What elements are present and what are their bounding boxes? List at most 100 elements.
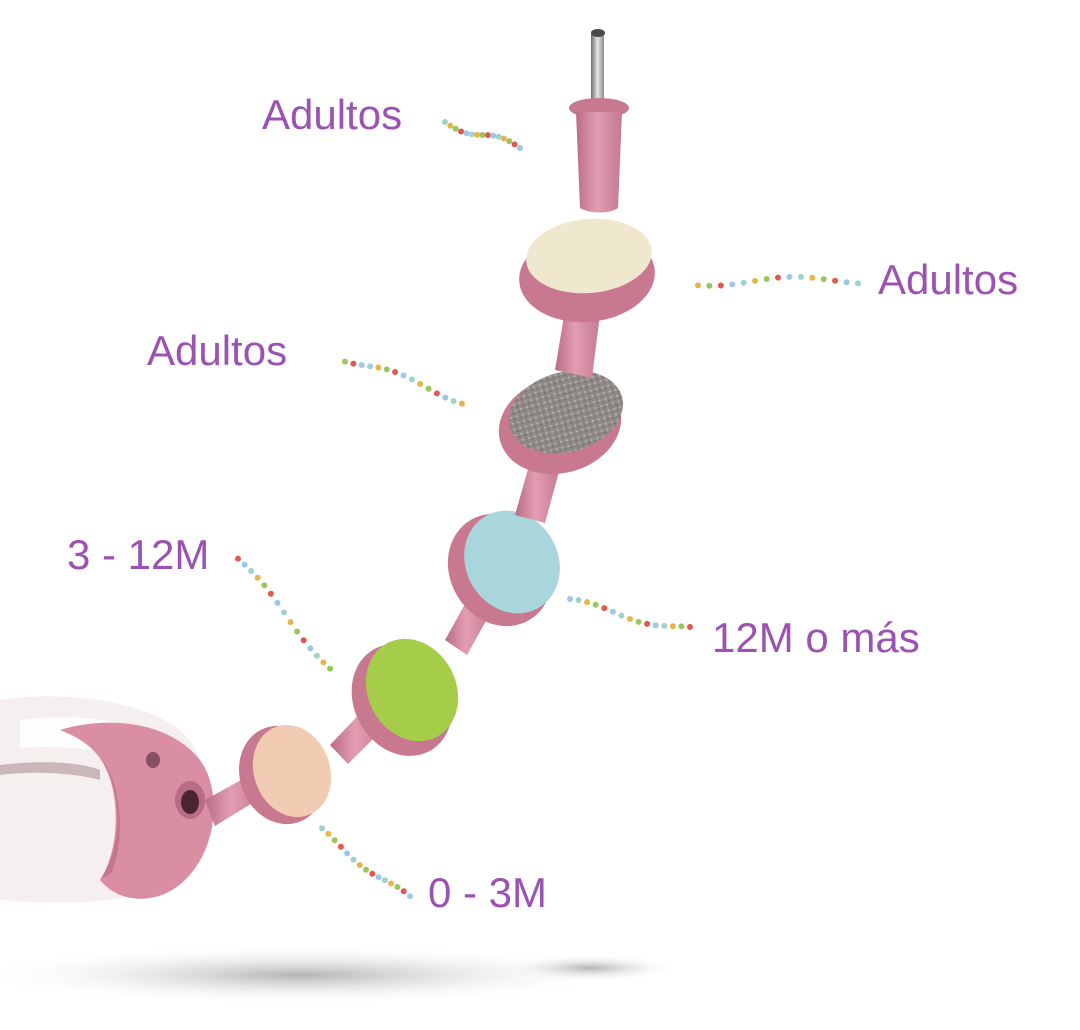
leader-dot (425, 385, 432, 392)
label-3-12m: 3 - 12M (67, 531, 210, 578)
leader-dot (627, 616, 633, 622)
leader-dot (706, 282, 713, 289)
dotted-leader-lines (235, 119, 861, 900)
green-pad-attachment (330, 638, 459, 764)
leader-dot (400, 888, 407, 895)
leader-dot (729, 281, 736, 288)
leader-dot (809, 274, 816, 281)
leader-dot (567, 596, 573, 602)
leader-dot (363, 866, 369, 873)
leader-dot (350, 360, 357, 367)
leader-dot (254, 574, 261, 581)
leader-dot (678, 623, 685, 630)
label-0-3m: 0 - 3M (428, 869, 548, 916)
leader-dot (832, 277, 839, 284)
leader-dot (752, 277, 759, 284)
leader-dot (433, 390, 440, 397)
leader-dot (575, 597, 582, 604)
leader-dot (601, 605, 608, 612)
leader-dot (300, 637, 307, 644)
leader-dot (313, 652, 320, 659)
leader-dot (511, 141, 518, 148)
leader-dot (517, 145, 523, 151)
leader-dot (394, 884, 401, 890)
leader-dot (584, 599, 591, 606)
leader-dot (775, 274, 781, 281)
leader-dot (717, 282, 724, 289)
leader-dot (661, 622, 668, 629)
label-adultos-right: Adultos (878, 256, 1019, 303)
leader-dot (392, 369, 399, 375)
leader-dot (319, 825, 325, 832)
leader-dot (797, 273, 804, 280)
leader-dot (417, 381, 424, 387)
leader-dot (687, 624, 693, 630)
leader-dot (337, 843, 344, 850)
blue-pad-attachment (445, 510, 560, 655)
leader-dot (484, 132, 491, 139)
leader-dot (356, 862, 363, 869)
leader-dot (644, 620, 651, 627)
leader-dot (635, 618, 642, 625)
leader-dot (855, 280, 861, 287)
leader-dot (294, 628, 301, 635)
leader-dot (447, 122, 454, 129)
leader-dot (375, 364, 382, 371)
leader-dot (592, 601, 599, 608)
leader-dot (740, 279, 747, 286)
leader-dot (281, 609, 287, 616)
leader-dot (327, 665, 333, 672)
trimmer-device (0, 696, 214, 903)
leader-dot (695, 282, 701, 289)
leader-dot (248, 568, 255, 574)
leader-dot (344, 850, 351, 857)
leader-dot (463, 130, 470, 137)
leader-dot (350, 856, 357, 863)
leader-dot (763, 276, 770, 282)
leader-dot (500, 135, 507, 142)
leader-dot (400, 372, 407, 379)
leader-dot (408, 376, 415, 383)
leader-dot (442, 394, 449, 401)
leader-dot (820, 276, 827, 283)
leader-dot (320, 659, 327, 666)
leader-dot (506, 138, 513, 145)
floor-shadow (0, 945, 630, 1005)
leader-dot (652, 622, 659, 629)
leader-dot (843, 279, 850, 286)
metal-bit-attachment (569, 29, 629, 213)
leader-dot (287, 619, 294, 626)
leader-dot (274, 599, 281, 606)
leader-dot (479, 132, 486, 138)
leader-dot (267, 590, 274, 597)
leader-dot (450, 398, 457, 404)
leader-dot (367, 363, 374, 370)
leader-dot (369, 870, 376, 877)
label-12m-o-mas: 12M o más (712, 614, 920, 661)
leader-dot (342, 358, 348, 365)
device-hole (146, 752, 160, 768)
leader-dot (307, 645, 314, 652)
leader-dot (458, 128, 465, 135)
leader-dot (331, 837, 338, 844)
leader-dot (381, 877, 388, 884)
leader-dot (407, 893, 413, 900)
leader-dot (383, 366, 390, 373)
leader-dot (261, 582, 268, 589)
leader-dot (459, 400, 465, 407)
leader-dot (474, 131, 481, 138)
felt-pad-attachment (519, 218, 655, 378)
leader-dot (609, 608, 616, 615)
leader-dot (786, 273, 793, 280)
leader-dot (235, 555, 241, 562)
leader-dot (452, 125, 459, 132)
grit-pad-attachment (498, 370, 623, 523)
floor-shadow-right (500, 954, 680, 982)
leader-dot (241, 561, 248, 568)
leader-dot (490, 132, 497, 139)
label-adultos-left: Adultos (147, 327, 288, 374)
leader-dot (495, 133, 502, 140)
leader-dot (375, 874, 382, 881)
